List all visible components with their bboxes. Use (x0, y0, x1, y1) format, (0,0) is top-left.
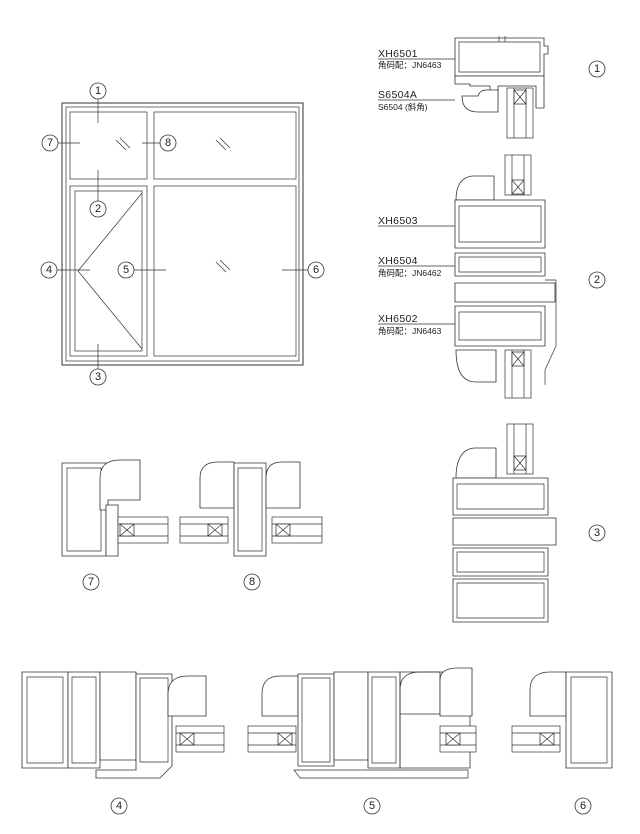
elev-callout-5: 5 (117, 261, 135, 279)
svg-text:4: 4 (46, 264, 52, 276)
elev-callout-8: 8 (159, 134, 177, 152)
pane-top-left (69, 111, 148, 180)
s6-callout: 6 (574, 797, 592, 815)
svg-text:1: 1 (95, 85, 101, 97)
svg-text:5: 5 (369, 800, 375, 812)
sash-left (69, 185, 148, 357)
elev-callout-3: 3 (89, 368, 107, 386)
opening-indicator (77, 192, 143, 350)
s1-callout: 1 (588, 60, 606, 78)
section-2: XH6503 XH6504 角码配：JN6462 XH6502 角码配：JN64… (378, 154, 606, 399)
s1-code2-sub: S6504 (斜角) (378, 102, 428, 112)
s2-code2: XH6504 (378, 255, 418, 267)
s7-callout: 7 (82, 573, 100, 591)
svg-text:3: 3 (95, 371, 101, 383)
s8-callout: 8 (243, 573, 261, 591)
elev-callout-7: 7 (41, 134, 59, 152)
svg-text:3: 3 (594, 527, 600, 539)
svg-text:6: 6 (313, 264, 319, 276)
s1-code2: S6504A (378, 89, 417, 101)
elev-callout-6: 6 (307, 261, 325, 279)
outer-frame (61, 102, 304, 366)
pane-large (153, 185, 297, 357)
section-6: 6 (511, 671, 613, 815)
s2-code1: XH6503 (378, 215, 418, 227)
s2-code3: XH6502 (378, 313, 418, 325)
s5-callout: 5 (363, 797, 381, 815)
elev-callout-2: 2 (89, 200, 107, 218)
section-7: 7 (61, 459, 169, 591)
window-elevation: 1 7 8 2 4 5 6 3 (40, 82, 325, 386)
svg-text:5: 5 (123, 264, 129, 276)
s2-code3-sub: 角码配：JN6463 (378, 326, 442, 336)
svg-text:6: 6 (580, 800, 586, 812)
svg-text:1: 1 (594, 63, 600, 75)
s3-callout: 3 (588, 524, 606, 542)
pane-top-right (153, 111, 297, 180)
section-1: XH6501 角码配：JN6463 S6504A S6504 (斜角) 1 (378, 36, 606, 139)
svg-text:2: 2 (95, 203, 101, 215)
elev-callout-1: 1 (89, 82, 107, 100)
section-4: 4 (21, 671, 225, 815)
svg-text:4: 4 (116, 800, 122, 812)
svg-text:7: 7 (47, 137, 53, 149)
svg-text:8: 8 (165, 137, 171, 149)
svg-text:8: 8 (249, 576, 255, 588)
s2-code2-sub: 角码配：JN6462 (378, 268, 442, 278)
s1-code1-sub: 角码配：JN6463 (378, 60, 442, 70)
elev-callout-4: 4 (40, 261, 58, 279)
section-8: 8 (179, 461, 323, 591)
s2-callout: 2 (588, 271, 606, 289)
s4-callout: 4 (110, 797, 128, 815)
svg-text:7: 7 (88, 576, 94, 588)
section-5: 5 (247, 667, 477, 815)
s1-code1: XH6501 (378, 48, 418, 60)
section-3: 3 (452, 423, 606, 623)
svg-text:2: 2 (594, 274, 600, 286)
